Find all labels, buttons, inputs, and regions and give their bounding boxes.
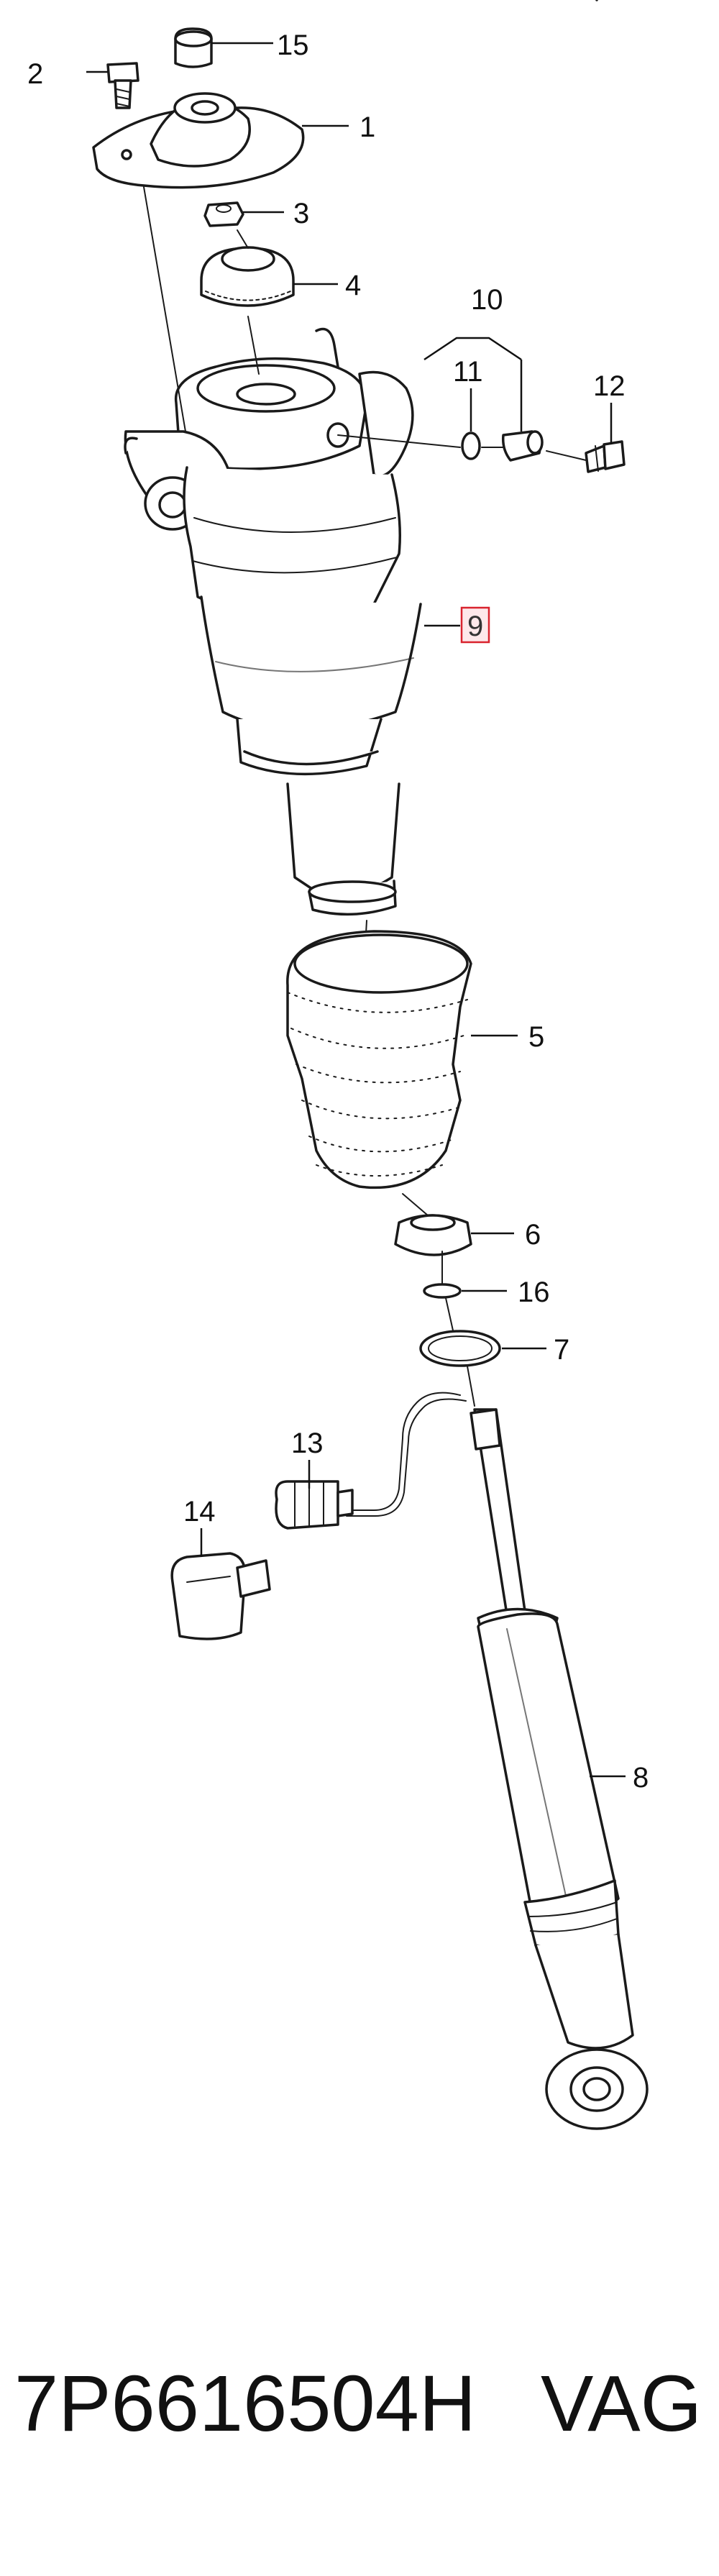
part-10-fitting — [501, 430, 544, 462]
part-3-nut — [203, 201, 244, 227]
damper-upper-tube — [286, 782, 400, 986]
part-15-cap-nut — [174, 27, 213, 68]
label-5: 5 — [528, 1021, 544, 1053]
part-2-bolt — [106, 62, 139, 109]
label-2: 2 — [27, 58, 43, 90]
part-7-o-ring — [419, 1330, 501, 1367]
label-11: 11 — [453, 356, 483, 388]
label-14: 14 — [183, 1496, 216, 1527]
label-9: 9 — [467, 611, 483, 642]
label-1: 1 — [360, 111, 375, 143]
footer-brand: VAG — [541, 2360, 702, 2448]
label-10: 10 — [471, 284, 503, 316]
label-9-highlight — [460, 606, 490, 644]
part-16-small-seal — [423, 1283, 462, 1299]
part-5-dust-boot — [286, 930, 472, 1189]
part-6-ring-nut — [394, 1214, 472, 1256]
part-4-bearing — [200, 246, 295, 307]
part-13-connector — [275, 1480, 354, 1530]
part-11-seal-ring — [461, 431, 481, 460]
label-6: 6 — [525, 1219, 541, 1251]
label-12: 12 — [593, 370, 626, 402]
label-8: 8 — [633, 1762, 649, 1794]
label-3: 3 — [293, 198, 309, 229]
part-14-plug — [170, 1552, 271, 1640]
footer-part-number: 7P6616504H — [14, 2360, 476, 2448]
sensor-wiring — [344, 1392, 467, 1517]
label-7: 7 — [554, 1334, 569, 1366]
part-8-shock-absorber — [470, 1408, 649, 2130]
fitting-line — [337, 434, 587, 461]
label-13: 13 — [291, 1428, 324, 1459]
label-16: 16 — [518, 1276, 550, 1308]
label-15: 15 — [277, 29, 309, 61]
part-9-air-spring — [183, 466, 422, 776]
part-1-strut-mount — [92, 92, 305, 189]
part-12-valve — [585, 440, 626, 473]
label-4: 4 — [345, 270, 361, 301]
